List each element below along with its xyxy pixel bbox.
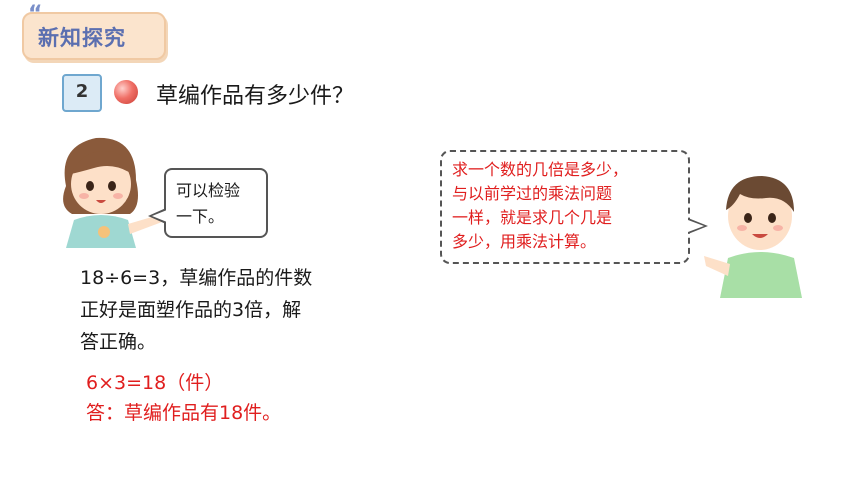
- girl-bubble-line: 可以检验: [176, 181, 241, 200]
- boy-bubble-line: 一样，就是求几个几是: [452, 208, 613, 227]
- boy-illustration-icon: [704, 176, 802, 298]
- girl-bubble-line: 一下。: [176, 207, 225, 226]
- section-badge: “ 新知探究: [22, 2, 166, 60]
- boy-bubble-line: 与以前学过的乘法问题: [452, 184, 613, 203]
- boy-bubble-line: 求一个数的几倍是多少，: [452, 160, 629, 179]
- problem-question: 草编作品有多少件？: [156, 84, 355, 109]
- check-line: 正好是面塑作品的3倍，解: [80, 299, 302, 321]
- solution-answer: 答：草编作品有18件。: [86, 402, 282, 424]
- solution-equation: 6×3=18（件）: [86, 372, 224, 394]
- girl-speech-bubble: 可以检验 一下。: [148, 168, 268, 238]
- problem-number: 2: [75, 81, 89, 102]
- section-title: 新知探究: [38, 26, 126, 50]
- boy-speech-bubble: 求一个数的几倍是多少， 与以前学过的乘法问题 一样，就是求几个几是 多少，用乘法…: [440, 150, 708, 264]
- check-line: 答正确。: [80, 331, 157, 353]
- solution-block: 6×3=18（件） 答：草编作品有18件。: [86, 368, 281, 428]
- check-line: 18÷6=3，草编作品的件数: [80, 267, 313, 289]
- boy-bubble-line: 多少，用乘法计算。: [452, 232, 597, 251]
- girl-illustration-icon: [63, 137, 162, 248]
- quote-mark-icon: “: [28, 2, 43, 27]
- check-explanation: 18÷6=3，草编作品的件数 正好是面塑作品的3倍，解 答正确。: [80, 262, 400, 358]
- red-ball-icon: [114, 80, 138, 104]
- problem-number-badge: 2: [62, 74, 102, 112]
